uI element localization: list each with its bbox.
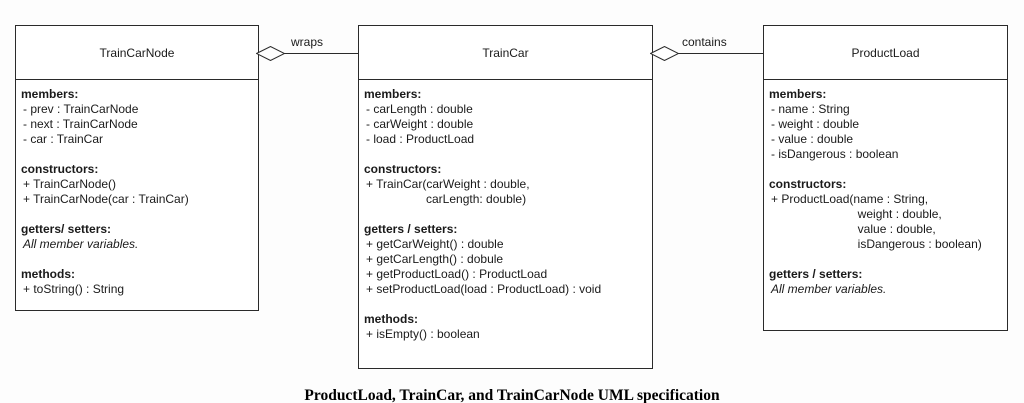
class-body-productload: members: - name : String - weight : doub… [764,80,1007,297]
method-line: + isEmpty() : boolean [366,327,480,341]
member-line: - carWeight : double [366,117,474,131]
section-methods: methods: + toString() : String [21,267,252,297]
section-getters-setters: getters/ setters: All member variables. [21,222,252,252]
class-box-traincar: TrainCar members: - carLength : double -… [358,25,653,369]
member-line: - carLength : double [366,102,473,116]
figure-caption: ProductLoad, TrainCar, and TrainCarNode … [304,387,720,403]
section-header: getters/ setters: [21,222,112,236]
member-line: - isDangerous : boolean [771,147,899,161]
section-header: constructors: [21,162,99,176]
section-constructors: constructors: + TrainCar(carWeight : dou… [364,162,646,207]
constructor-line: weight : double, [771,207,942,221]
constructor-line: carLength: double) [366,192,527,206]
member-line: - load : ProductLoad [366,132,475,146]
relationship-label-contains: contains [682,35,727,49]
getter-line: + getCarLength() : dobule [366,252,504,266]
class-body-traincar: members: - carLength : double - carWeigh… [359,80,652,342]
member-line: - weight : double [771,117,860,131]
constructor-line: + ProductLoad(name : String, [771,192,929,206]
section-constructors: constructors: + ProductLoad(name : Strin… [769,177,1001,252]
section-header: constructors: [364,162,442,176]
section-header: getters / setters: [364,222,458,236]
class-box-traincarnode: TrainCarNode members: - prev : TrainCarN… [15,25,259,311]
section-getters-setters: getters / setters: All member variables. [769,267,1001,297]
member-line: - prev : TrainCarNode [23,102,139,116]
section-getters-setters: getters / setters: + getCarWeight() : do… [364,222,646,297]
section-header: members: [21,87,79,101]
relationship-label-wraps: wraps [291,35,324,49]
getter-line: + getCarWeight() : double [366,237,504,251]
aggregation-diamond-icon [256,46,285,61]
class-title-traincarnode: TrainCarNode [16,26,258,80]
member-line: - value : double [771,132,854,146]
getters-note: All member variables. [771,282,887,296]
section-constructors: constructors: + TrainCarNode() + TrainCa… [21,162,252,207]
relationship-line-wraps [259,53,359,54]
aggregation-diamond-icon [650,46,679,61]
constructor-line: + TrainCarNode(car : TrainCar) [23,192,189,206]
constructor-line: value : double, [771,222,936,236]
section-members: members: - name : String - weight : doub… [769,87,1001,162]
section-methods: methods: + isEmpty() : boolean [364,312,646,342]
class-box-productload: ProductLoad members: - name : String - w… [763,25,1008,331]
section-header: constructors: [769,177,847,191]
getter-line: + getProductLoad() : ProductLoad [366,267,548,281]
section-header: members: [364,87,422,101]
class-body-traincarnode: members: - prev : TrainCarNode - next : … [16,80,258,297]
setter-line: + setProductLoad(load : ProductLoad) : v… [366,282,602,296]
section-header: getters / setters: [769,267,863,281]
section-members: members: - prev : TrainCarNode - next : … [21,87,252,147]
member-line: - name : String [771,102,850,116]
method-line: + toString() : String [23,282,125,296]
section-header: methods: [21,267,75,281]
class-title-productload: ProductLoad [764,26,1007,80]
constructor-line: + TrainCarNode() [23,177,117,191]
getters-note: All member variables. [23,237,139,251]
section-header: members: [769,87,827,101]
section-header: methods: [364,312,418,326]
class-title-traincar: TrainCar [359,26,652,80]
member-line: - car : TrainCar [23,132,104,146]
constructor-line: isDangerous : boolean) [771,237,982,251]
constructor-line: + TrainCar(carWeight : double, [366,177,530,191]
relationship-line-contains [652,53,764,54]
member-line: - next : TrainCarNode [23,117,138,131]
section-members: members: - carLength : double - carWeigh… [364,87,646,147]
